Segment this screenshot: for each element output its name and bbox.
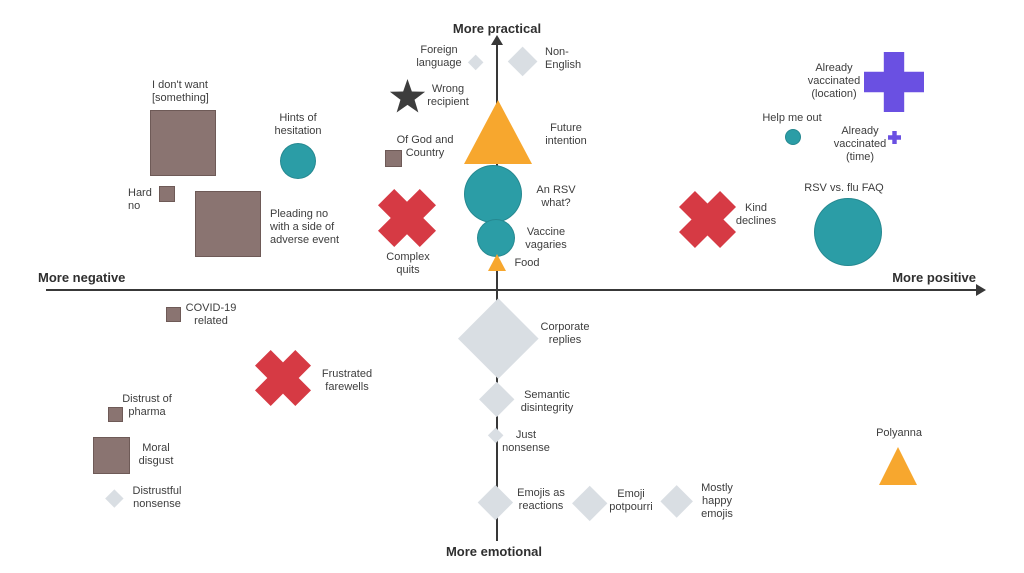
marker-food-triangle	[488, 253, 506, 271]
axis-label-more-practical: More practical	[452, 21, 542, 36]
label-future-intention: Future intention	[545, 122, 587, 147]
marker-pleading-no-square	[195, 191, 261, 257]
marker-polyanna-triangle	[879, 447, 917, 485]
marker-an-rsv-what-circle	[464, 165, 522, 223]
label-non-english: Non- English	[545, 46, 582, 71]
marker-semantic-disintegrity-diamond	[478, 381, 515, 418]
marker-frustrated-farewells-x	[255, 350, 311, 406]
marker-kind-declines-x	[678, 190, 736, 248]
marker-mostly-happy-emojis-diamond	[660, 485, 694, 519]
label-foreign-language: Foreign language	[416, 44, 462, 69]
label-already-vaccinated-time: Already vaccinated (time)	[833, 125, 887, 163]
label-frustrated-farewells: Frustrated farewells	[321, 368, 373, 393]
marker-already-vaccinated-location-plus	[864, 52, 924, 112]
marker-wrong-recipient-star	[389, 78, 425, 112]
label-rsv-vs-flu-faq: RSV vs. flu FAQ	[804, 182, 884, 194]
marker-emojis-as-reactions-diamond	[477, 484, 513, 520]
label-covid-19-related: COVID-19 related	[185, 302, 237, 327]
marker-complex-quits-x	[378, 189, 436, 247]
label-already-vaccinated-location: Already vaccinated (location)	[807, 62, 861, 100]
label-vaccine-vagaries: Vaccine vagaries	[525, 226, 567, 251]
label-complex-quits: Complex quits	[386, 251, 430, 276]
right-arrowhead-icon	[976, 284, 986, 296]
label-just-nonsense: Just nonsense	[502, 429, 550, 454]
vertical-axis-line	[496, 44, 498, 541]
label-corporate-replies: Corporate replies	[540, 321, 590, 346]
label-moral-disgust: Moral disgust	[138, 442, 174, 467]
marker-foreign-language-diamond	[467, 54, 484, 71]
label-pleading-no: Pleading no with a side of adverse event	[270, 208, 340, 246]
marker-help-me-out-circle	[785, 129, 801, 145]
label-emoji-potpourri: Emoji potpourri	[609, 488, 653, 513]
marker-rsv-vs-flu-faq-circle	[814, 198, 882, 266]
label-i-dont-want: I don't want [something]	[152, 79, 209, 104]
marker-future-intention-triangle	[464, 100, 532, 164]
label-distrust-of-pharma: Distrust of pharma	[122, 393, 172, 418]
marker-of-god-and-country-square	[384, 149, 402, 167]
label-distrustful-nonsense: Distrustful nonsense	[132, 485, 182, 510]
marker-hard-no-square	[159, 186, 175, 202]
label-hard-no: Hard no	[128, 187, 152, 212]
marker-hints-of-hesitation-circle	[280, 143, 316, 179]
marker-non-english-diamond	[507, 46, 538, 77]
axis-label-more-negative: More negative	[38, 270, 126, 285]
horizontal-axis-line	[46, 289, 978, 291]
marker-corporate-replies-diamond	[457, 297, 538, 378]
label-kind-declines: Kind declines	[735, 202, 777, 227]
label-semantic-disintegrity: Semantic disintegrity	[520, 389, 574, 414]
marker-moral-disgust-square	[92, 436, 130, 474]
label-hints-of-hesitation: Hints of hesitation	[274, 112, 322, 137]
axis-label-more-positive: More positive	[892, 270, 976, 285]
marker-already-vaccinated-time-plus	[887, 130, 901, 144]
label-wrong-recipient: Wrong recipient	[427, 83, 469, 108]
axis-label-more-emotional: More emotional	[445, 544, 543, 559]
marker-emoji-potpourri-diamond	[571, 485, 608, 522]
marker-vaccine-vagaries-circle	[477, 219, 515, 257]
label-food: Food	[514, 257, 540, 269]
label-emojis-as-reactions: Emojis as reactions	[517, 487, 565, 512]
label-help-me-out: Help me out	[762, 112, 822, 124]
label-polyanna: Polyanna	[876, 427, 922, 439]
marker-distrust-of-pharma-square	[107, 406, 123, 422]
up-arrowhead-icon	[491, 35, 503, 45]
label-of-god-and-country: Of God and Country	[396, 134, 454, 159]
marker-covid-19-related-square	[165, 306, 181, 322]
label-an-rsv-what: An RSV what?	[536, 184, 576, 209]
marker-distrustful-nonsense-diamond	[104, 488, 123, 507]
marker-i-dont-want-square	[150, 110, 216, 176]
label-mostly-happy-emojis: Mostly happy emojis	[701, 482, 733, 520]
